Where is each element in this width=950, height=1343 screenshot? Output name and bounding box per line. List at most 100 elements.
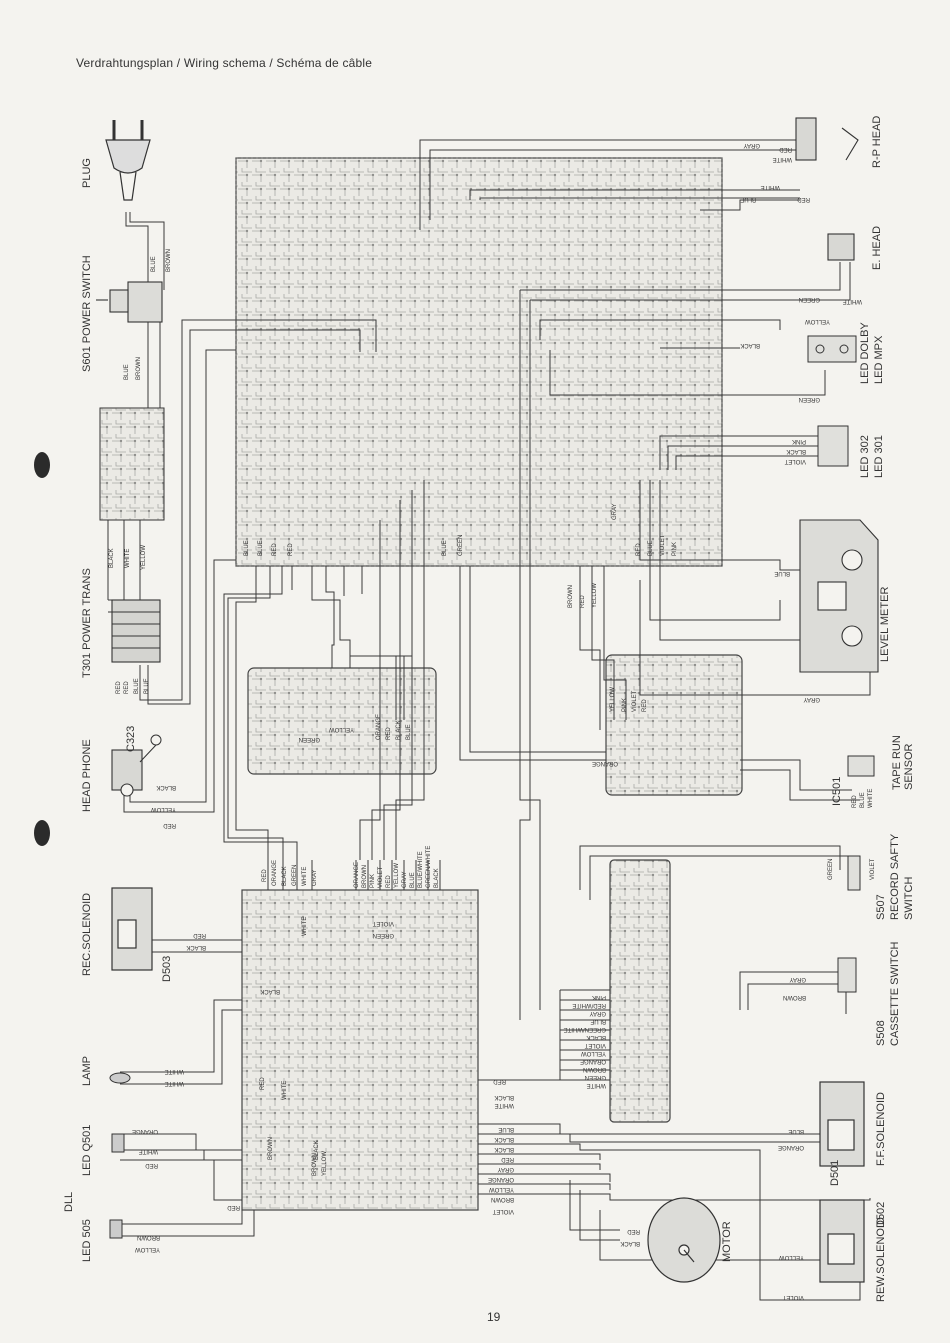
wire-label: BROWN xyxy=(137,1234,160,1240)
wire-label: GRAY xyxy=(497,1166,514,1172)
wire-label: RED xyxy=(493,1078,506,1084)
wire-label: RED xyxy=(386,727,392,740)
transformer-terminal-board xyxy=(99,407,165,521)
wire-label: RED xyxy=(386,875,392,888)
wire-label: GREEN xyxy=(373,932,394,938)
logic-control-board xyxy=(241,889,479,1211)
wire-label: PINK xyxy=(622,698,628,712)
wire-label: RED xyxy=(288,543,294,556)
wire-label: BLACK xyxy=(586,1034,606,1040)
wire-label: BLACK xyxy=(620,1240,640,1246)
label-motor: MOTOR xyxy=(721,1221,733,1262)
led-q501-icon xyxy=(111,1133,125,1153)
led-302-301-icon xyxy=(817,425,849,467)
wire-label: RED xyxy=(636,543,642,556)
wire-label: WHITE xyxy=(125,549,131,568)
wire-label: ORANGE xyxy=(354,862,360,888)
wire-label: WHITE xyxy=(587,1082,606,1088)
wire-label: RED xyxy=(272,543,278,556)
wire-label: RED xyxy=(163,822,176,828)
page-number: 19 xyxy=(487,1310,501,1324)
label-d501: D501 xyxy=(829,1160,841,1186)
sensor-board xyxy=(605,654,743,796)
wire-label: BLACK xyxy=(494,1136,514,1142)
headphone-amp-board xyxy=(247,667,437,775)
wire-label: RED xyxy=(227,1204,240,1210)
headphone-jack-icon xyxy=(111,749,143,797)
wire-label: GRAY xyxy=(402,871,408,888)
punch-hole-top xyxy=(34,452,50,478)
wire-label: YELLOW xyxy=(581,1050,606,1056)
wire-label: ORANGE xyxy=(376,714,382,740)
wire-label: RED/WHITE xyxy=(572,1002,606,1008)
wire-label: BROWN xyxy=(268,1137,274,1160)
wire-label: VIOLET xyxy=(378,866,384,888)
label-d502: D502 xyxy=(875,1202,887,1228)
label-led-301: LED 301 xyxy=(873,435,885,478)
wire-label: BROWN xyxy=(783,994,806,1000)
wire-label: YELLOW xyxy=(779,1254,804,1260)
wire-label: RED xyxy=(193,932,206,938)
wire-label: RED xyxy=(852,795,858,808)
rew-solenoid-icon xyxy=(819,1199,865,1283)
rp-head-icon xyxy=(795,117,859,161)
label-record-safty: RECORD SAFTY xyxy=(889,833,901,920)
wire-label: BLACK xyxy=(109,548,115,568)
wire-label: YELLOW xyxy=(489,1186,514,1192)
wire-label: VIOLET xyxy=(372,920,394,926)
wire-label: GRAY xyxy=(789,976,806,982)
page-title: Verdrahtungsplan / Wiring schema / Schém… xyxy=(76,56,373,70)
wire-label: BROWN xyxy=(583,1066,606,1072)
wire-label: WHITE xyxy=(302,917,308,936)
connector-strip-board xyxy=(609,859,671,1123)
wire-label: BLACK xyxy=(396,720,402,740)
label-c323: C323 xyxy=(125,726,137,752)
wire-label: BLACK xyxy=(740,342,760,348)
wire-label: RED xyxy=(501,1156,514,1162)
plug-icon xyxy=(105,120,151,201)
wire-label: ORANGE xyxy=(592,760,618,766)
wire-label: PINK xyxy=(370,874,376,888)
label-lamp: LAMP xyxy=(81,1056,93,1086)
wire-label: BLACK xyxy=(434,868,440,888)
wire-label: GREEN xyxy=(292,865,298,886)
wire-label: BLUE xyxy=(134,678,140,694)
motor-icon xyxy=(647,1197,721,1283)
wire-label: WHITE xyxy=(495,1102,514,1108)
wire-label: RED xyxy=(124,681,130,694)
wire-label: BLUE xyxy=(860,792,866,808)
wire-label: GREEN/WHITE xyxy=(564,1026,606,1032)
wire-label: BLACK xyxy=(156,784,176,790)
erase-head-icon xyxy=(827,233,855,261)
wire-label: BLUE/WHITE xyxy=(418,851,424,888)
wire-label: VIOLET xyxy=(660,534,666,556)
wire-label: BROWN xyxy=(491,1196,514,1202)
label-led-q501: LED Q501 xyxy=(81,1125,93,1176)
cassette-switch-icon xyxy=(837,957,857,1014)
wire-label: BLUE xyxy=(258,540,264,556)
label-power-switch: S601 POWER SWITCH xyxy=(81,255,93,372)
wire-label: ORANGE xyxy=(778,1144,804,1150)
wire-label: BLACK xyxy=(786,448,806,454)
wire-label: BLACK xyxy=(314,1140,320,1160)
wire-label: BLUE xyxy=(244,540,250,556)
label-led-dolby: LED DOLBY xyxy=(859,322,871,384)
wire-label: BROWN xyxy=(568,585,574,608)
label-s507: S507 xyxy=(875,894,887,920)
level-meter-icon xyxy=(799,519,879,673)
wire-label: BLUE xyxy=(442,540,448,556)
label-ff-solenoid: F.F.SOLENOID xyxy=(875,1092,887,1166)
wire-label: ORANGE xyxy=(272,860,278,886)
wire-label: GREEN xyxy=(458,535,464,556)
wire-label: WHITE xyxy=(139,1148,158,1154)
wire-label: BROWN xyxy=(312,1153,318,1176)
label-head-phone: HEAD PHONE xyxy=(81,739,93,812)
rec-solenoid-icon xyxy=(111,887,153,971)
led-dolby-mpx-icon xyxy=(807,335,857,363)
wire-label: BLACK xyxy=(282,866,288,886)
wire-label: WHITE xyxy=(773,156,792,162)
wire-label: BLACK xyxy=(186,944,206,950)
wire-label: GREEN xyxy=(799,296,820,302)
wire-label: WHITE xyxy=(302,867,308,886)
